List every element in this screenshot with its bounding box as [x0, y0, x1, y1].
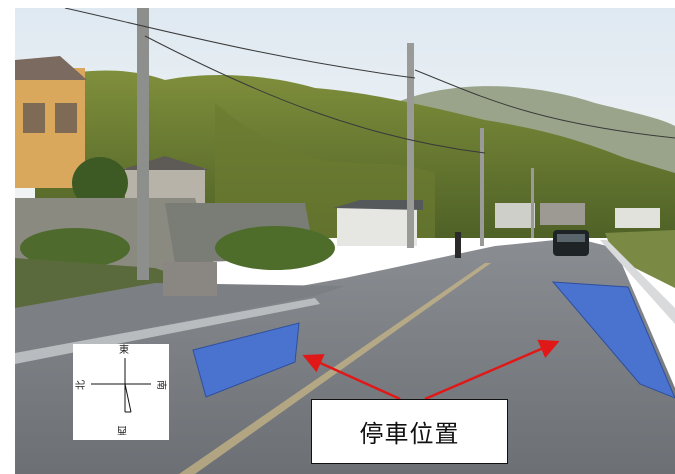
- compass-rose: 東 北 南 西: [73, 344, 169, 440]
- house-window: [55, 103, 77, 133]
- utility-pole: [137, 8, 149, 280]
- parking-position-text: 停車位置: [359, 420, 460, 448]
- compass-north-label: 北: [76, 380, 87, 390]
- house-left-roof: [15, 56, 87, 80]
- bushes: [20, 228, 130, 268]
- white-shed: [337, 208, 417, 246]
- utility-pole: [531, 168, 534, 238]
- building-right: [615, 208, 660, 228]
- pedestrian: [455, 232, 461, 258]
- tree: [72, 157, 128, 209]
- building-right: [495, 203, 535, 228]
- car-window: [557, 234, 585, 242]
- concrete-box: [163, 262, 217, 296]
- shed-roof: [333, 200, 423, 210]
- compass-west-label: 西: [117, 424, 127, 435]
- compass-diagonal-line: [124, 383, 132, 413]
- car: [553, 230, 589, 256]
- utility-pole: [480, 128, 484, 246]
- utility-pole: [407, 43, 414, 248]
- parking-position-label: 停車位置: [311, 399, 508, 464]
- power-lines: [64, 8, 675, 154]
- side-road: [15, 283, 345, 353]
- field-right: [605, 230, 675, 288]
- building-right: [540, 203, 585, 225]
- compass-lines: [91, 358, 151, 413]
- house-window: [23, 103, 45, 133]
- compass-south-label: 南: [155, 380, 166, 390]
- compass-east-label: 東: [119, 345, 129, 356]
- bushes: [215, 226, 335, 270]
